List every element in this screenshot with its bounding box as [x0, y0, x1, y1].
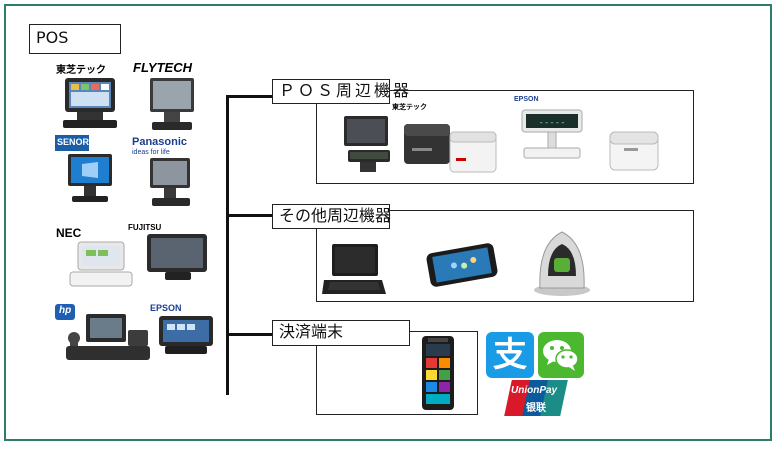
pole-display-text: ----- — [538, 118, 565, 128]
diagram-frame — [4, 4, 772, 441]
alipay-logo: 支 — [486, 332, 534, 378]
connector-branch-payment — [226, 333, 272, 336]
pos-terminal-senor — [68, 154, 112, 202]
pos-terminal-panasonic — [150, 158, 190, 206]
alipay-glyph: 支 — [493, 335, 527, 375]
connector-branch-pos — [226, 95, 272, 98]
payment-terminal-device — [422, 336, 454, 410]
brand-hp-box — [55, 304, 75, 320]
receipt-printer-white — [449, 131, 497, 173]
brand-senor: SENOR — [57, 137, 90, 147]
unionpay-logo: UnionPay 银联 — [504, 380, 568, 416]
unionpay-text-en: UnionPay — [511, 385, 558, 396]
android-tablet — [426, 243, 498, 287]
pole-display-epson: ----- — [521, 109, 583, 159]
payment-terminal-label: 決済端末 — [272, 320, 410, 346]
pos-title: POS — [29, 24, 121, 54]
unionpay-text-cn: 银联 — [526, 403, 546, 414]
wechat-logo — [538, 332, 584, 378]
pos-terminal-epson — [159, 316, 213, 354]
brand-epson: EPSON — [150, 303, 182, 313]
pos-terminal-fujitsu — [147, 234, 207, 280]
pos-terminal-nec — [69, 241, 133, 287]
fingerprint-scanner — [534, 231, 590, 296]
pos-terminal-flytech — [150, 78, 194, 130]
customer-display-tablet — [344, 116, 390, 172]
brand-panasonic-tagline: ideas for life — [132, 149, 170, 156]
brand-senor-box — [55, 135, 89, 151]
pos-terminal-hp — [66, 314, 150, 360]
connector-branch-other — [226, 214, 272, 217]
pos-peripherals-label: ＰＯＳ周辺機器 — [272, 79, 409, 104]
other-peripherals-label: その他周辺機器 — [272, 204, 391, 229]
brand-epson-small: EPSON — [514, 96, 539, 103]
brand-toshiba: 東芝テック — [56, 65, 106, 76]
brand-fujitsu: FUJITSU — [128, 223, 162, 232]
brand-nec: NEC — [56, 226, 82, 240]
receipt-printer-epson — [609, 131, 659, 171]
brand-hp: hp — [59, 305, 72, 316]
pos-terminal-toshiba — [63, 78, 117, 128]
connector-vertical — [226, 95, 229, 395]
brand-panasonic: Panasonic — [132, 136, 188, 148]
wechat-bubbles-icon — [543, 340, 579, 371]
brand-toshiba-small: 東芝テック — [392, 104, 427, 111]
receipt-printer-black — [404, 124, 450, 164]
brand-flytech: FLYTECH — [133, 60, 192, 75]
laptop — [322, 244, 386, 294]
